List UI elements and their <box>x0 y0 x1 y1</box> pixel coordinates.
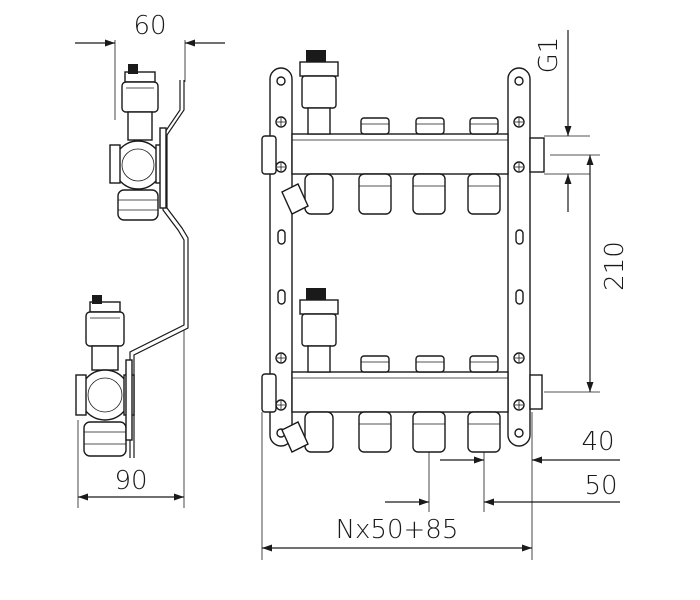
offset-label-40: 40 <box>581 427 614 457</box>
side-view: 60 <box>75 11 225 508</box>
upper-valve-side <box>109 64 167 221</box>
lower-valve-side <box>75 295 135 457</box>
thread-label-g1: G1 <box>534 37 564 74</box>
dimension-90: 90 <box>77 330 185 508</box>
dimension-label-60: 60 <box>133 11 166 41</box>
upper-header <box>261 50 545 215</box>
pitch-label-50: 50 <box>584 471 617 501</box>
dimension-210: 210 <box>544 154 630 393</box>
dimension-label-90: 90 <box>114 466 147 496</box>
dimension-50: 50 <box>385 452 620 512</box>
dimension-total-length: Nx50+85 <box>261 412 532 560</box>
dimension-g1: G1 <box>534 30 590 212</box>
dimension-40: 40 <box>440 412 620 560</box>
spacing-label-210: 210 <box>600 241 630 291</box>
mounting-bracket <box>129 80 189 458</box>
lower-header <box>261 288 543 453</box>
front-view: G1 210 40 50 N <box>261 30 630 560</box>
lower-outlets <box>281 355 501 453</box>
right-bracket <box>507 67 531 447</box>
dimension-60: 60 <box>75 11 225 120</box>
upper-outlets <box>281 117 501 215</box>
length-formula-label: Nx50+85 <box>336 515 459 545</box>
